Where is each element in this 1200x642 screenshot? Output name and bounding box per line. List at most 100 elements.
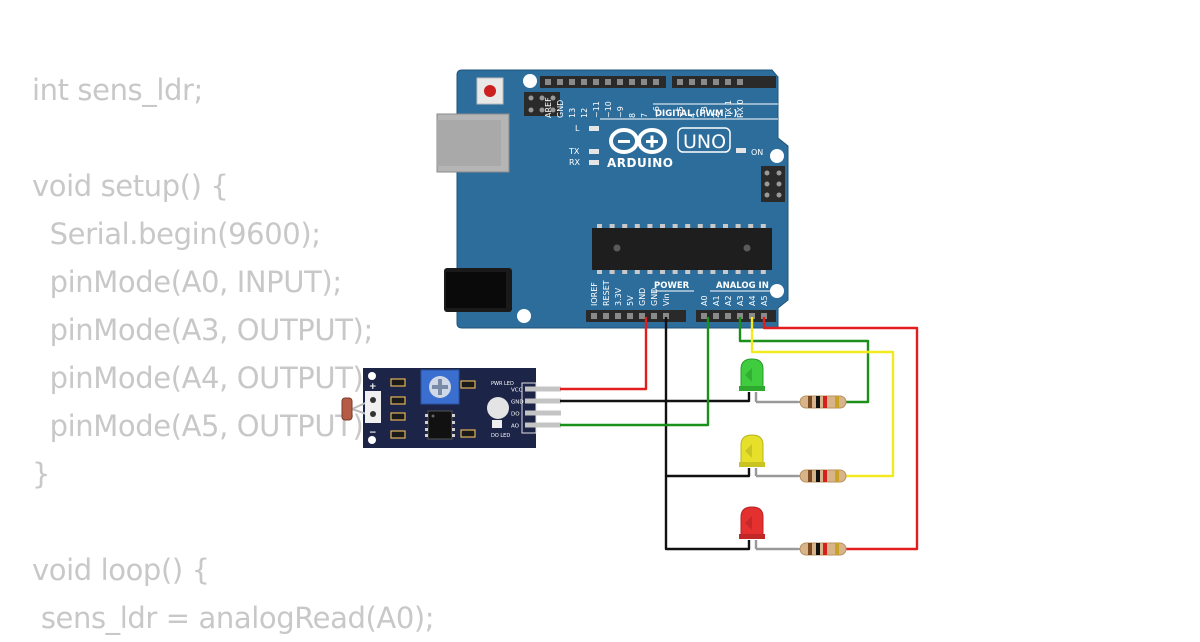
analog-header-label: ANALOG IN [716, 281, 769, 291]
header-pin[interactable] [603, 313, 609, 319]
header-pin[interactable] [617, 79, 623, 85]
header-pin[interactable] [557, 79, 563, 85]
header-pin[interactable] [629, 79, 635, 85]
header-pin[interactable] [725, 313, 731, 319]
header-pin[interactable] [653, 79, 659, 85]
pin-label: A0 [700, 295, 709, 306]
arduino-wordmark: ARDUINO [607, 156, 673, 170]
pin-label: 3.3V [614, 287, 623, 306]
svg-text:RX: RX [569, 158, 581, 167]
sensor-pin[interactable] [525, 422, 561, 428]
potentiometer[interactable] [420, 369, 460, 405]
code-line: } [32, 457, 51, 491]
pin-label: ~5 [676, 106, 685, 118]
code-line: pinMode(A4, OUTPUT); [32, 361, 374, 395]
header-pin[interactable] [677, 79, 683, 85]
pin-label: A2 [724, 295, 733, 306]
pin-label: A3 [736, 295, 745, 306]
header-pin[interactable] [663, 313, 669, 319]
pin-label: Vin [662, 293, 671, 306]
resistor-green[interactable] [798, 395, 847, 409]
header-pin[interactable] [749, 313, 755, 319]
header-pin[interactable] [593, 79, 599, 85]
wire-a3-green [738, 317, 870, 404]
sensor-pin[interactable] [525, 410, 561, 416]
pin-label: 5V [626, 295, 635, 306]
pin-label: ~6 [652, 106, 661, 118]
header-pin[interactable] [545, 79, 551, 85]
header-pin[interactable] [569, 79, 575, 85]
header-pin[interactable] [737, 79, 743, 85]
arduino-logo: ARDUINO UNO [607, 127, 731, 170]
sensor-pin-label: GND [511, 400, 524, 406]
pin-label: RESET [602, 280, 611, 306]
pin-label: AREF [544, 97, 553, 118]
header-pin[interactable] [605, 79, 611, 85]
header-pin[interactable] [689, 79, 695, 85]
code-line: pinMode(A0, INPUT); [32, 265, 342, 299]
pin-label: 2 [712, 113, 721, 118]
analog-header[interactable] [696, 310, 776, 322]
pin-label: IOREF [590, 282, 599, 306]
pin-label: ~3 [700, 106, 709, 118]
code-line: int sens_ldr; [32, 73, 203, 107]
icsp-header-top [524, 92, 560, 116]
pin-label: GND [638, 288, 647, 306]
wire-gnd-led-green [666, 392, 751, 403]
header-pin[interactable] [639, 313, 645, 319]
pin-label: 8 [628, 113, 637, 118]
power-header-label: POWER [654, 281, 690, 291]
icsp-header-right [761, 166, 785, 202]
sensor-pin-label: AO [511, 424, 520, 430]
header-pin[interactable] [651, 313, 657, 319]
code-line: pinMode(A3, OUTPUT); [32, 313, 374, 347]
header-pin[interactable] [713, 313, 719, 319]
sensor-pin[interactable] [525, 386, 561, 392]
uno-wordmark: UNO [683, 131, 726, 153]
mount-hole [523, 74, 537, 88]
resistor-yellow[interactable] [798, 469, 847, 483]
mount-hole [517, 309, 531, 323]
header-pin[interactable] [615, 313, 621, 319]
power-header[interactable] [586, 310, 686, 322]
atmega-chip [592, 224, 772, 274]
header-pin[interactable] [725, 79, 731, 85]
header-pin[interactable] [761, 313, 767, 319]
led-yellow[interactable] [739, 434, 765, 467]
header-pin[interactable] [641, 79, 647, 85]
header-pin[interactable] [591, 313, 597, 319]
header-pin[interactable] [737, 313, 743, 319]
svg-text:ON: ON [751, 148, 763, 157]
header-pin[interactable] [713, 79, 719, 85]
header-pin[interactable] [701, 313, 707, 319]
digital-header-label: DIGITAL (PWM ~) [655, 109, 737, 119]
code-line: void loop() { [32, 553, 210, 587]
led-red[interactable] [739, 506, 765, 539]
svg-text:TX: TX [568, 147, 580, 156]
svg-text:+: + [369, 382, 377, 392]
svg-text:−: − [369, 428, 377, 438]
pin-label: 13 [568, 108, 577, 118]
pin-label: 12 [580, 108, 589, 118]
pin-label: ~9 [616, 106, 625, 118]
pin-label: GND [556, 100, 565, 118]
sensor-pin[interactable] [525, 398, 561, 404]
digital-header[interactable] [540, 76, 776, 88]
wire-gnd-led-yellow [664, 401, 751, 478]
header-pin[interactable] [627, 313, 633, 319]
code-line: void setup() { [32, 169, 229, 203]
pin-label: TX 1 [724, 100, 733, 119]
mount-hole [770, 149, 784, 163]
svg-text:L: L [575, 124, 580, 133]
header-pin[interactable] [581, 79, 587, 85]
header-pin[interactable] [701, 79, 707, 85]
resistor-red[interactable] [798, 542, 847, 556]
code-line: pinMode(A5, OUTPUT); [32, 409, 374, 443]
led-green[interactable] [739, 358, 765, 391]
do-led-label: DO LED [491, 433, 510, 439]
wires [560, 317, 919, 551]
